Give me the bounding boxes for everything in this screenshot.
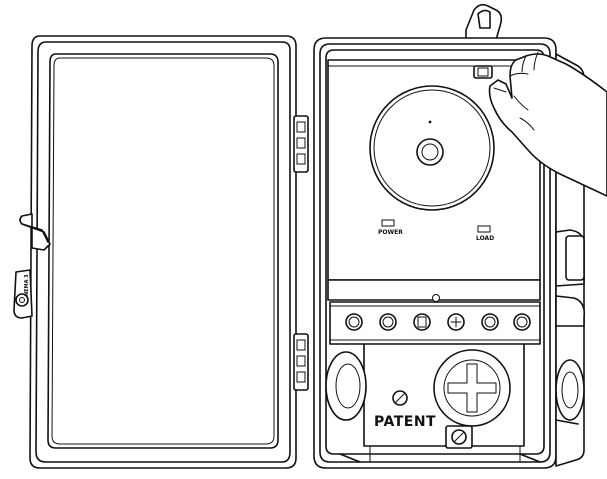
door-tab-label: NEMA 3 — [24, 274, 30, 296]
power-indicator: POWER — [378, 219, 403, 236]
terminal-screw — [379, 313, 397, 331]
load-indicator: LOAD — [476, 225, 494, 242]
power-label: POWER — [378, 229, 403, 236]
hand-illustration — [473, 51, 607, 197]
enclosure-door: NEMA 3 — [13, 35, 309, 469]
terminal-screw — [413, 313, 431, 331]
knockout-center — [433, 349, 511, 427]
enclosure-body: POWER LOAD — [313, 3, 586, 469]
terminal-screw — [345, 313, 363, 331]
terminal-screw — [481, 313, 499, 331]
terminal-screw — [513, 313, 531, 331]
patent-label: PATENT — [374, 414, 436, 430]
knockout-left — [325, 351, 367, 421]
ground-lug — [445, 425, 473, 449]
terminal-screw — [447, 313, 465, 331]
ground-screw — [392, 390, 408, 406]
terminal-strip — [327, 279, 541, 345]
door-hinge-bottom — [293, 333, 309, 391]
door-hinge-top — [293, 115, 309, 173]
timer-dial — [369, 85, 495, 211]
load-label: LOAD — [476, 235, 494, 242]
knockout-right — [555, 359, 585, 421]
